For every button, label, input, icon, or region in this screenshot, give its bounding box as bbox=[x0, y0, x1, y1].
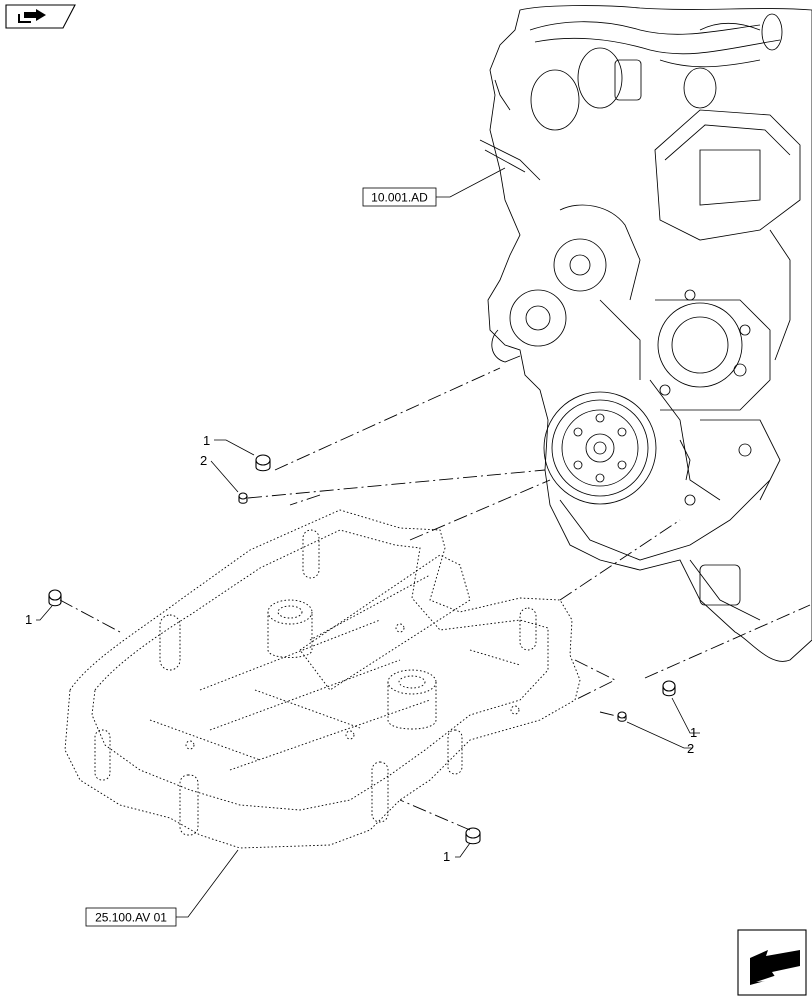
frame-reference-label: 25.100.AV 01 bbox=[95, 911, 167, 925]
front-support-frame bbox=[64, 509, 581, 849]
callout-1-left[interactable]: 1 bbox=[25, 605, 53, 627]
navigation-arrow-icon[interactable] bbox=[5, 4, 76, 29]
engine-assembly bbox=[479, 5, 812, 662]
callout-2-right[interactable]: 2 bbox=[626, 721, 694, 756]
frame-reference-callout[interactable]: 25.100.AV 01 bbox=[85, 849, 239, 927]
callout-2-top[interactable]: 2 bbox=[200, 453, 239, 493]
callout-1-bottom[interactable]: 1 bbox=[443, 842, 471, 864]
plug-part-left bbox=[48, 589, 62, 607]
callout-number: 1 bbox=[443, 849, 450, 864]
alignment-lines bbox=[59, 367, 811, 831]
callout-1-top[interactable]: 1 bbox=[203, 433, 255, 456]
callout-1-right[interactable]: 1 bbox=[671, 697, 700, 740]
engine-reference-label: 10.001.AD bbox=[371, 191, 428, 205]
callout-number: 1 bbox=[25, 612, 32, 627]
callout-number: 2 bbox=[200, 453, 207, 468]
callout-number: 2 bbox=[687, 741, 694, 756]
pin-part-right bbox=[617, 711, 627, 722]
plug-part-bottom bbox=[465, 827, 481, 845]
engine-reference-callout[interactable]: 10.001.AD bbox=[362, 167, 506, 207]
pin-part-top bbox=[238, 492, 248, 504]
plug-part-top bbox=[255, 454, 271, 472]
next-page-arrow-icon[interactable] bbox=[737, 929, 807, 996]
callout-number: 1 bbox=[690, 725, 697, 740]
plug-part-right bbox=[662, 680, 676, 697]
callout-number: 1 bbox=[203, 433, 210, 448]
